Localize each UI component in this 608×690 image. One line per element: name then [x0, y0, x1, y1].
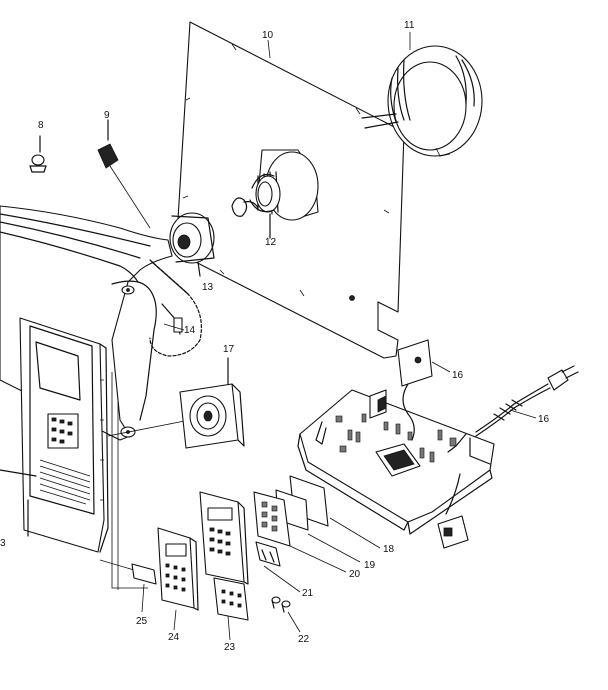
front-chassis-part-3 — [0, 317, 109, 553]
part-label-10: 10 — [262, 30, 274, 41]
part-label-8: 8 — [38, 120, 44, 131]
part-label-17: 17 — [223, 344, 235, 355]
part-label-12: 12 — [265, 237, 277, 248]
part-label-11: 11 — [404, 20, 415, 31]
part-label-23: 23 — [224, 642, 236, 653]
socket-part-13 — [169, 212, 215, 277]
screw-part-8 — [29, 135, 47, 173]
part-label-16-upper: 16 — [452, 370, 464, 381]
leader-lines — [141, 32, 537, 641]
keypad-frame-part-24 — [157, 527, 199, 611]
part-label-21: 21 — [302, 588, 314, 599]
part-label-16-right: 16 — [538, 414, 550, 425]
control-panel-part-23 — [199, 491, 249, 621]
part-label-25: 25 — [136, 616, 148, 627]
knobs-part-22 — [271, 596, 291, 613]
ring-part-11 — [361, 45, 483, 157]
part-label-18: 18 — [383, 544, 395, 555]
plate-part-25 — [131, 563, 157, 585]
yoke-part-12 — [231, 149, 319, 239]
part-label-19: 19 — [364, 560, 376, 571]
part-label-3: 3 — [0, 538, 6, 549]
main-board — [297, 389, 495, 535]
small-board-part-16a — [397, 339, 433, 441]
part-label-14: 14 — [184, 325, 196, 336]
fuse-holder — [437, 515, 469, 549]
board-stack-parts-18-20 — [253, 475, 329, 567]
clip-part-9 — [97, 119, 151, 229]
speaker-part-17 — [179, 357, 245, 449]
part-label-22: 22 — [298, 634, 310, 645]
part-label-24: 24 — [168, 632, 180, 643]
part-label-20: 20 — [349, 569, 361, 580]
part-label-9: 9 — [104, 110, 110, 121]
part-labels: 8 9 10 11 12 13 14 16 16 17 18 19 20 21 … — [0, 20, 550, 653]
part-label-13: 13 — [202, 282, 214, 293]
wire-loop-part-14 — [149, 259, 202, 357]
power-cord-part-16b — [445, 365, 579, 515]
